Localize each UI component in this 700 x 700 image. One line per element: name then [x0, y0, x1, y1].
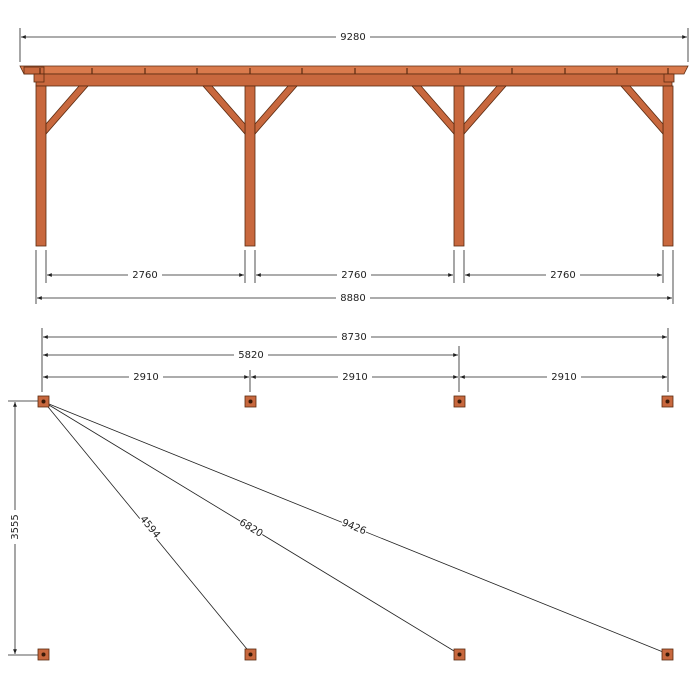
- dimension-label-2760-bay-1: 2760: [132, 270, 157, 281]
- dimension-label-2760-bay-3: 2760: [550, 270, 575, 281]
- foundation-back-1: [37, 648, 50, 661]
- posts: [35, 85, 674, 247]
- foundation-front-1: [37, 395, 50, 408]
- svg-text:9426: 9426: [340, 518, 368, 538]
- post-1: [35, 85, 47, 247]
- foundation-front-2: [244, 395, 257, 408]
- svg-text:4594: 4594: [137, 514, 162, 541]
- plan-view: 8730 5820 2910 2910 2910 3555: [8, 328, 674, 661]
- dimension-label-2760-bay-2: 2760: [341, 270, 366, 281]
- dimension-label-3555: 3555: [10, 514, 21, 539]
- diagonal-label-9426: 9426: [339, 516, 369, 538]
- dimension-plan-bays: 2910 2910 2910: [43, 370, 667, 383]
- dimension-label-2910-bay-3: 2910: [551, 372, 576, 383]
- diagonal-label-4594: 4594: [137, 513, 163, 541]
- dimension-post-spans: 2760 2760 2760: [45, 250, 664, 283]
- foundation-back-3: [453, 648, 466, 661]
- foundation-front-4: [661, 395, 674, 408]
- plan-extension-lines: [41, 328, 669, 392]
- foundation-back-4: [661, 648, 674, 661]
- roof-beam: [19, 65, 689, 87]
- dimension-label-8880: 8880: [340, 293, 365, 304]
- diagonal-label-6820: 6820: [236, 516, 266, 540]
- post-4: [662, 85, 674, 247]
- knee-braces: [45, 85, 664, 136]
- dimension-label-8730: 8730: [341, 332, 366, 343]
- foundation-back-2: [244, 648, 257, 661]
- dimension-label-5820: 5820: [238, 350, 263, 361]
- dimension-plan-half: 5820: [43, 348, 458, 361]
- diagonal-measurements: 4594 6820 9426: [43, 401, 669, 655]
- foundation-front-3: [453, 395, 466, 408]
- dimension-posts-overall: 8880: [35, 250, 674, 304]
- dimension-label-2910-bay-1: 2910: [133, 372, 158, 383]
- purlin-notches: [39, 68, 669, 74]
- svg-text:6820: 6820: [237, 517, 264, 540]
- dimension-overall-length: 9280: [19, 28, 689, 62]
- post-3: [453, 85, 465, 247]
- dimension-plan-depth: 3555: [8, 400, 38, 656]
- dimension-label-9280: 9280: [340, 32, 365, 43]
- post-2: [244, 85, 256, 247]
- dimension-plan-overall: 8730: [43, 330, 667, 343]
- elevation-view: 9280: [19, 28, 689, 304]
- dimension-label-2910-bay-2: 2910: [342, 372, 367, 383]
- post-foundations: [37, 395, 674, 661]
